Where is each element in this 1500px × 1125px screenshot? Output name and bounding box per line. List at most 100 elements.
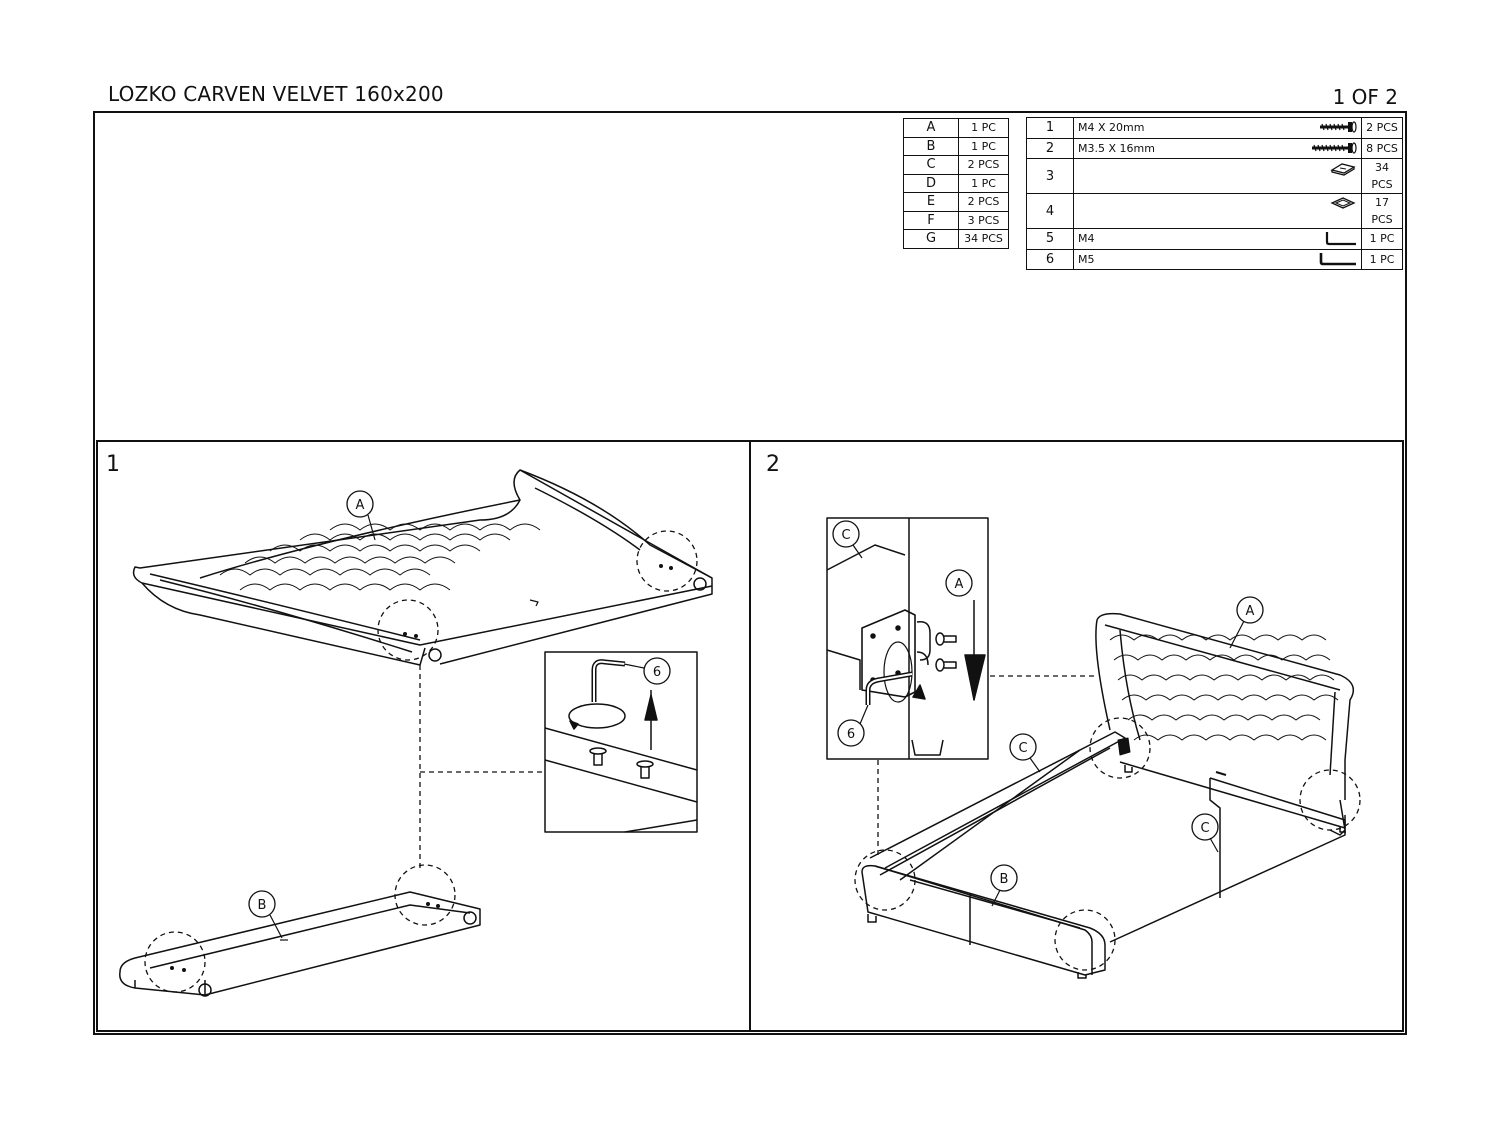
steps-divider bbox=[749, 440, 751, 1032]
button-cap-icon bbox=[1330, 163, 1356, 176]
tufting-pattern bbox=[1109, 634, 1339, 741]
hardware-spec-cell: M5 bbox=[1073, 248, 1362, 270]
bolt-icon bbox=[935, 632, 957, 646]
page-number: 1 OF 2 bbox=[1332, 85, 1398, 109]
svg-text:A: A bbox=[955, 577, 964, 592]
svg-text:C: C bbox=[841, 528, 850, 543]
svg-text:C: C bbox=[1018, 741, 1027, 756]
instruction-frame bbox=[93, 111, 1407, 1035]
washer-icon bbox=[1330, 197, 1356, 209]
hardware-list: 1 M4 X 20mm 2 PCS 2 M3.5 X 16mm bbox=[1026, 117, 1403, 270]
tufting-pattern bbox=[219, 523, 541, 591]
detail-circle bbox=[377, 599, 439, 661]
hardware-spec-cell: M4 X 20mm bbox=[1073, 117, 1362, 139]
hardware-row: 1 M4 X 20mm 2 PCS bbox=[1026, 117, 1403, 139]
bolt-icon bbox=[636, 760, 654, 779]
part-qty: 2 PCS bbox=[958, 192, 1009, 212]
hardware-spec: M3.5 X 16mm bbox=[1078, 141, 1155, 155]
allen-key-icon bbox=[1319, 252, 1356, 265]
step-2-number: 2 bbox=[766, 452, 780, 477]
callout-side-rail-left: C bbox=[1009, 733, 1041, 773]
callout-side-rail-right: C bbox=[1191, 813, 1219, 853]
part-qty: 3 PCS bbox=[958, 210, 1009, 230]
callout-headboard: A bbox=[346, 490, 376, 541]
hardware-id: 2 bbox=[1026, 137, 1074, 159]
hardware-id: 3 bbox=[1026, 158, 1074, 194]
callout-detail-rail: C bbox=[832, 520, 863, 559]
part-id: D bbox=[903, 173, 959, 193]
hardware-row: 6 M5 1 PC bbox=[1026, 248, 1403, 270]
detail-circle bbox=[636, 530, 698, 592]
hardware-spec-cell: M4 bbox=[1073, 228, 1362, 250]
callout-detail-tool: 6 bbox=[837, 704, 869, 747]
bed-frame bbox=[861, 612, 1355, 979]
footboard-panel bbox=[119, 891, 481, 997]
step-1-illustration: A B 6 bbox=[119, 469, 713, 997]
part-id: G bbox=[903, 229, 959, 249]
detail-circle bbox=[1089, 717, 1151, 779]
part-id: F bbox=[903, 210, 959, 230]
hardware-spec: M4 bbox=[1078, 232, 1095, 246]
svg-text:B: B bbox=[1000, 872, 1009, 887]
detail-circle bbox=[1299, 769, 1361, 831]
hardware-row: 2 M3.5 X 16mm 8 PCS bbox=[1026, 137, 1403, 159]
part-qty: 1 PC bbox=[958, 136, 1009, 156]
svg-text:B: B bbox=[258, 898, 267, 913]
hardware-qty: 2 PCS bbox=[1361, 117, 1403, 139]
callout-detail-headboard: A bbox=[945, 569, 973, 597]
part-qty: 1 PC bbox=[958, 173, 1009, 193]
callout-footboard: B bbox=[990, 864, 1018, 907]
callout-headboard: A bbox=[1229, 596, 1264, 649]
callout-tool: 6 bbox=[623, 657, 671, 685]
hardware-row: 3 34 PCS bbox=[1026, 158, 1403, 194]
step-1-detail-box bbox=[544, 651, 698, 833]
step-2-detail-box bbox=[826, 517, 989, 760]
screw-icon bbox=[1320, 121, 1357, 133]
svg-text:C: C bbox=[1200, 821, 1209, 836]
detail-circle bbox=[854, 849, 916, 911]
part-qty: 34 PCS bbox=[958, 229, 1009, 249]
svg-text:A: A bbox=[1246, 604, 1255, 619]
hardware-row: 4 17 PCS bbox=[1026, 193, 1403, 229]
hardware-spec-cell bbox=[1073, 193, 1362, 229]
hardware-id: 1 bbox=[1026, 117, 1074, 139]
hardware-spec: M5 bbox=[1078, 252, 1095, 266]
hardware-spec-cell: M3.5 X 16mm bbox=[1073, 137, 1362, 159]
bolt-icon bbox=[935, 658, 957, 672]
callout-footboard: B bbox=[248, 890, 283, 939]
allen-key-icon bbox=[1325, 232, 1356, 246]
part-qty: 2 PCS bbox=[958, 155, 1009, 175]
hardware-row: 5 M4 1 PC bbox=[1026, 228, 1403, 250]
step-1-number: 1 bbox=[106, 452, 120, 477]
part-id: E bbox=[903, 192, 959, 212]
hardware-qty: 8 PCS bbox=[1361, 137, 1403, 159]
hardware-qty: 1 PC bbox=[1361, 228, 1403, 250]
hardware-qty: 1 PC bbox=[1361, 248, 1403, 270]
step-2-illustration: C A 6 A C C B bbox=[826, 517, 1361, 979]
part-id: C bbox=[903, 155, 959, 175]
headboard-panel bbox=[132, 469, 713, 666]
svg-text:6: 6 bbox=[653, 665, 661, 680]
hardware-id: 6 bbox=[1026, 248, 1074, 270]
hardware-qty: 17 PCS bbox=[1361, 193, 1403, 229]
part-id: A bbox=[903, 118, 959, 138]
detail-circle bbox=[1054, 909, 1116, 971]
document-title: LOZKO CARVEN VELVET 160x200 bbox=[108, 82, 444, 106]
part-id: B bbox=[903, 136, 959, 156]
svg-text:6: 6 bbox=[847, 727, 855, 742]
hardware-spec-cell bbox=[1073, 158, 1362, 194]
bolt-icon bbox=[589, 747, 607, 766]
svg-text:A: A bbox=[356, 498, 365, 513]
hardware-id: 5 bbox=[1026, 228, 1074, 250]
hardware-qty: 34 PCS bbox=[1361, 158, 1403, 194]
hardware-spec: M4 X 20mm bbox=[1078, 121, 1145, 135]
hardware-id: 4 bbox=[1026, 193, 1074, 229]
